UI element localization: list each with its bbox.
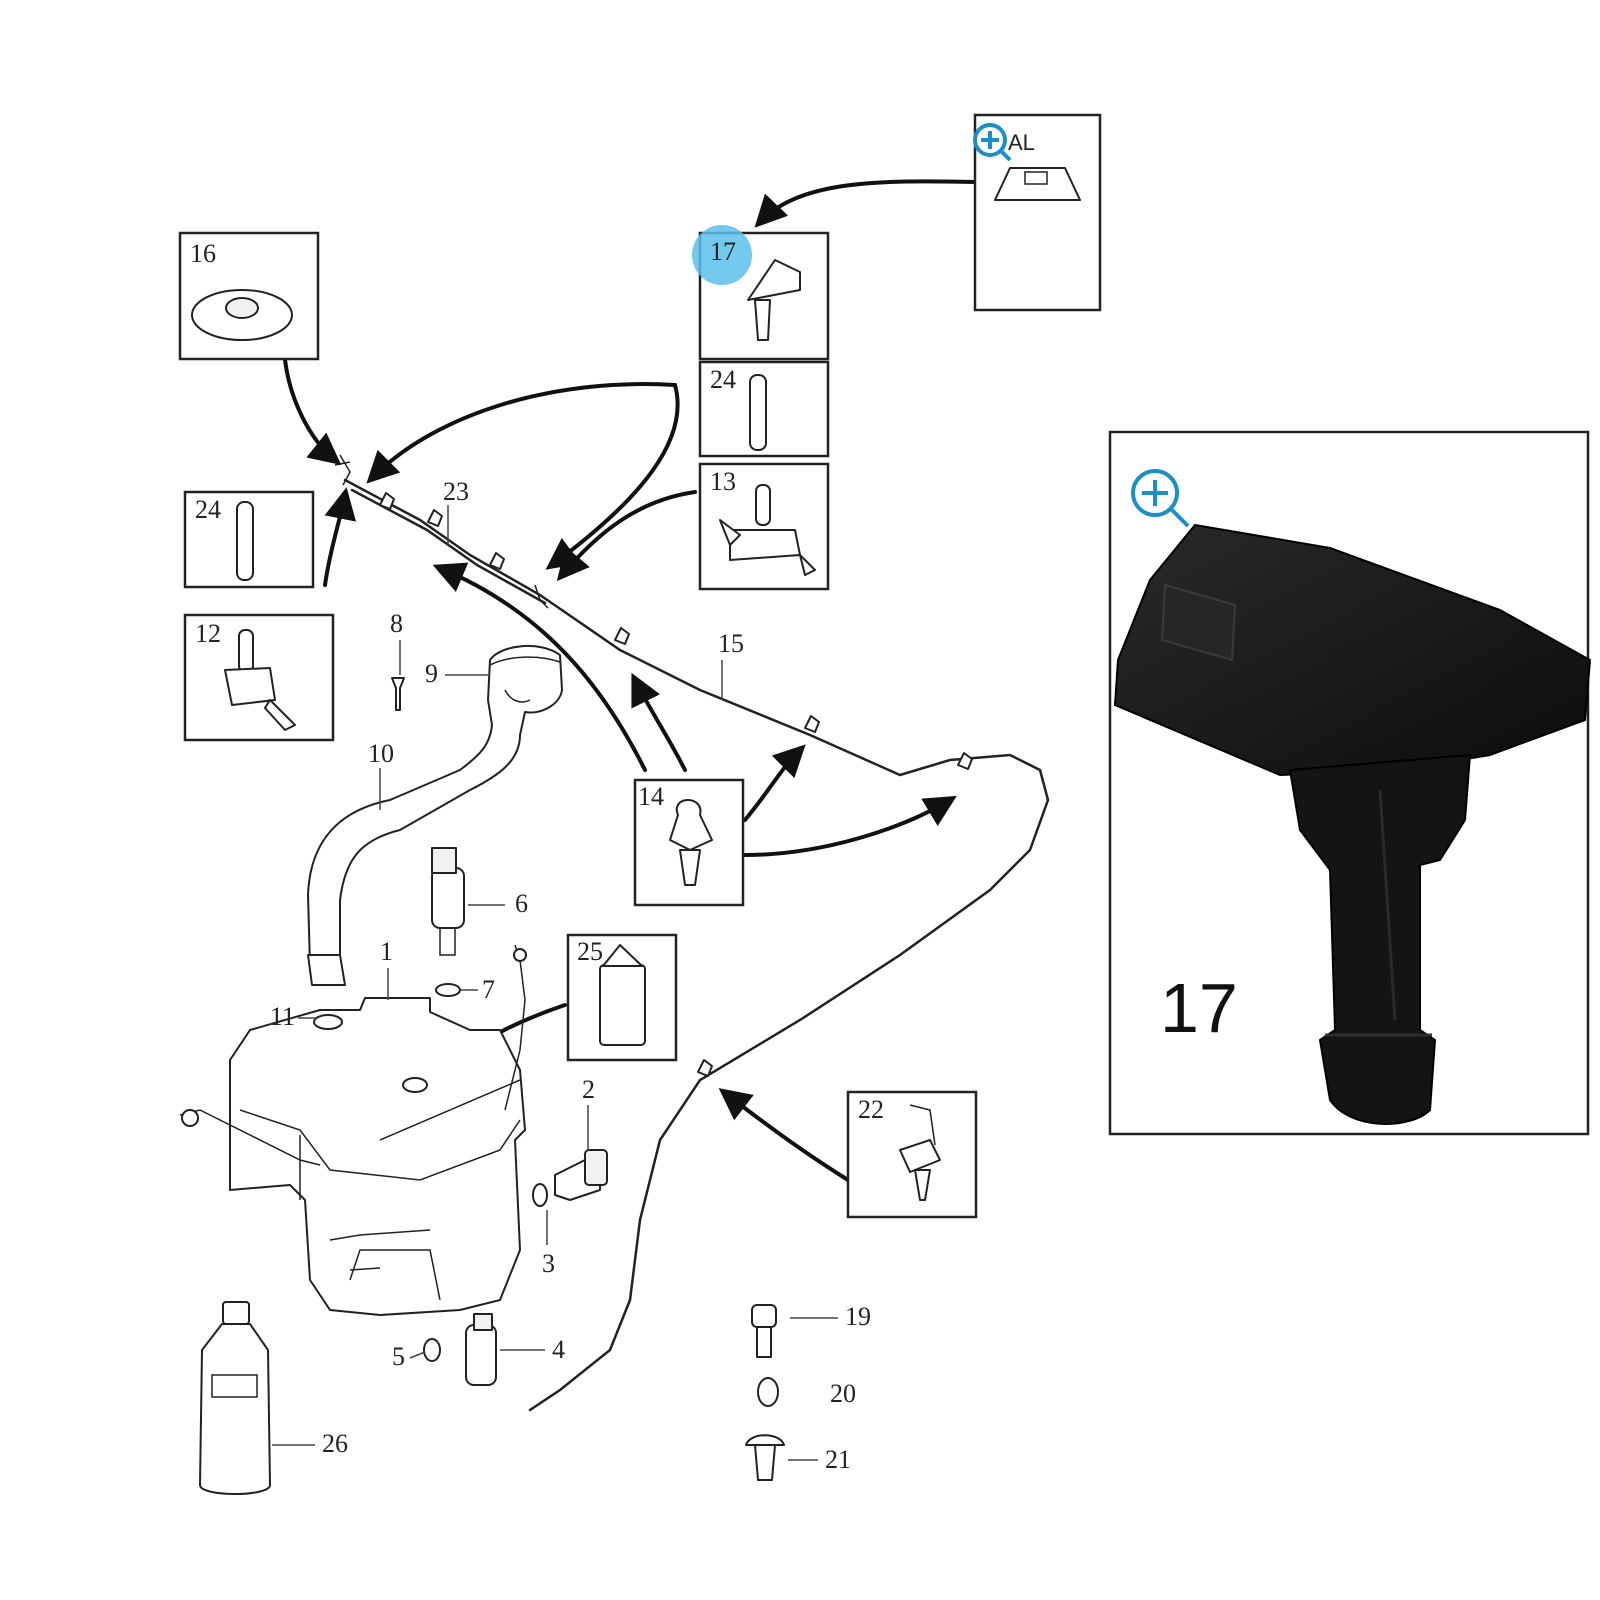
callout-24-left: 24 (195, 495, 221, 524)
callout-16: 16 (190, 239, 216, 268)
part-box-14 (633, 778, 745, 907)
part-box-24-left (183, 490, 315, 589)
part-box-13 (698, 462, 830, 591)
callout-al: AL (1008, 130, 1035, 155)
callout-25: 25 (577, 937, 603, 966)
callout-12: 12 (195, 619, 221, 648)
callout-24-right: 24 (710, 365, 736, 394)
callout-1: 1 (380, 937, 393, 966)
filler-neck (307, 644, 563, 1030)
callout-17: 17 (710, 237, 736, 266)
callout-14: 14 (638, 782, 664, 811)
callout-6: 6 (515, 889, 528, 918)
part-box-25 (566, 933, 678, 1062)
hose-network (334, 454, 1050, 1412)
part-box-al (973, 113, 1102, 312)
small-parts (391, 677, 785, 1481)
callout-3: 3 (542, 1249, 555, 1278)
part-box-16 (178, 231, 320, 361)
nozzle-photo (1113, 523, 1592, 1125)
callout-19: 19 (845, 1302, 871, 1331)
callout-11: 11 (270, 1002, 295, 1031)
callout-9: 9 (425, 659, 438, 688)
callout-5: 5 (392, 1342, 405, 1371)
callout-26: 26 (322, 1429, 348, 1458)
detail-part-number: 17 (1160, 969, 1238, 1047)
detail-inset: 17 (1108, 430, 1592, 1136)
callout-21: 21 (825, 1445, 851, 1474)
callout-20: 20 (830, 1379, 856, 1408)
part-box-24-right (698, 360, 830, 458)
magnifier-plus-icon[interactable] (1131, 469, 1190, 528)
arrows (283, 179, 977, 1182)
callout-13: 13 (710, 467, 736, 496)
callout-2: 2 (582, 1075, 595, 1104)
highlight-marker (692, 225, 752, 285)
callout-4: 4 (552, 1335, 565, 1364)
callout-15: 15 (718, 629, 744, 658)
callout-23: 23 (443, 477, 469, 506)
part-box-22 (846, 1090, 978, 1219)
callout-8: 8 (390, 609, 403, 638)
magnifier-plus-icon[interactable] (973, 123, 1012, 162)
callout-22: 22 (858, 1095, 884, 1124)
part-box-12 (183, 613, 335, 742)
washer-reservoir (179, 944, 527, 1316)
fluid-bottle (199, 1301, 271, 1495)
callout-labels: 16 17 24 13 24 12 23 8 9 15 10 14 6 1 25… (190, 130, 1035, 1474)
callout-10: 10 (368, 739, 394, 768)
callout-leaders (272, 505, 838, 1461)
callout-7: 7 (482, 975, 495, 1004)
